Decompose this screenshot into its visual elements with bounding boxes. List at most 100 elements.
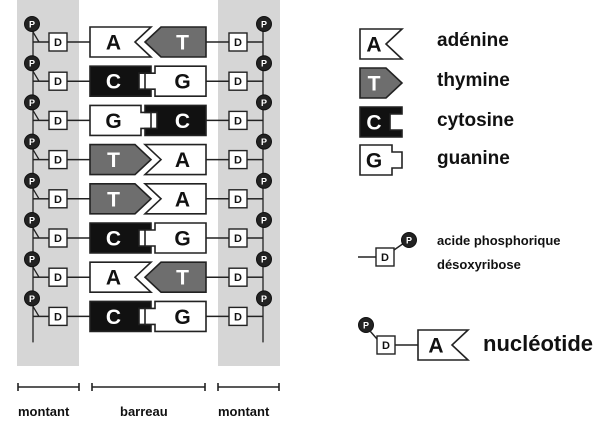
base-left: C: [89, 222, 152, 254]
sugar-right-letter: D: [234, 311, 242, 323]
nucleotide-phosphate: P: [358, 317, 374, 333]
legend-sugar-phosphate: DP: [358, 232, 417, 267]
label-montant-right: montant: [218, 404, 270, 419]
phosphate-right-letter: P: [261, 255, 267, 265]
phosphate-right: P: [256, 251, 272, 268]
sugar-right: D: [228, 228, 248, 248]
phosphate-left-letter: P: [29, 20, 35, 30]
base-left-letter: T: [107, 188, 120, 211]
base-left-letter: C: [106, 306, 121, 329]
phosphate-right: P: [256, 172, 272, 189]
base-left: C: [89, 65, 152, 97]
phosphate-right: P: [256, 55, 272, 72]
base-left-letter: A: [106, 267, 121, 290]
phosphate-left-letter: P: [29, 216, 35, 226]
phosphate-bond-left: [32, 31, 40, 43]
bottom-brackets: [17, 383, 280, 391]
legend-phosphate-letter: P: [406, 236, 412, 246]
base-right: A: [142, 183, 207, 215]
nucleotide-phosphate-bond: [369, 330, 378, 340]
phosphate-left: P: [24, 251, 40, 268]
legend-label-adenine: adénine: [437, 30, 509, 51]
base-left: T: [89, 143, 153, 176]
base-left: A: [89, 261, 154, 294]
phosphate-left-letter: P: [29, 255, 35, 265]
sugar-left: D: [48, 149, 68, 170]
base-right-letter: T: [176, 267, 189, 290]
sugar-left: D: [48, 306, 68, 327]
base-right: T: [143, 261, 207, 294]
sugar-left: D: [48, 71, 68, 91]
base-left: A: [89, 26, 154, 58]
sugar-right-letter: D: [234, 272, 242, 284]
phosphate-right-letter: P: [261, 176, 267, 186]
base-right: G: [144, 222, 207, 254]
base-left-letter: G: [105, 110, 121, 133]
base-right: C: [144, 104, 207, 137]
bracket-montant-left: [17, 383, 80, 391]
base-left: T: [89, 183, 153, 215]
sugar-right: D: [228, 110, 248, 131]
phosphate-right: P: [256, 16, 272, 32]
phosphate-right-letter: P: [261, 98, 267, 108]
sugar-right: D: [228, 267, 248, 287]
phosphate-left: P: [24, 55, 40, 72]
base-left-letter: C: [106, 71, 121, 94]
phosphate-left: P: [24, 172, 40, 189]
base-right: G: [144, 65, 207, 97]
phosphate-left-letter: P: [29, 98, 35, 108]
sugar-right-letter: D: [234, 194, 242, 206]
phosphate-left-letter: P: [29, 294, 35, 304]
sugar-right: D: [228, 306, 248, 327]
phosphate-right-letter: P: [261, 20, 267, 30]
sugar-left-letter: D: [54, 233, 62, 245]
sugar-right-letter: D: [234, 233, 242, 245]
base-right: T: [143, 26, 207, 58]
legend-label-phosphate: acide phosphorique: [437, 233, 561, 248]
sugar-left-letter: D: [54, 76, 62, 88]
phosphate-left-letter: P: [29, 176, 35, 186]
sugar-right: D: [228, 149, 248, 170]
legend-shape-C: C: [359, 106, 403, 138]
sugar-right: D: [228, 71, 248, 91]
phosphate-left: P: [24, 16, 40, 32]
sugar-left: D: [48, 267, 68, 287]
phosphate-right-letter: P: [261, 216, 267, 226]
nucleotide-sugar-letter: D: [382, 340, 390, 352]
sugar-left-letter: D: [54, 115, 62, 127]
sugar-left: D: [48, 189, 68, 209]
base-right: A: [142, 143, 207, 176]
sugar-right-letter: D: [234, 37, 242, 49]
base-right-letter: G: [174, 306, 190, 329]
legend-shape-A: A: [359, 28, 405, 60]
phosphate-bond-left: [32, 149, 40, 160]
base-pair-row: P D A T D P: [24, 251, 272, 304]
label-montant-left: montant: [18, 404, 70, 419]
phosphate-left-letter: P: [29, 137, 35, 147]
base-left-letter: T: [107, 149, 120, 172]
legend-nucleotide: PD A: [358, 317, 471, 361]
legend-shape-T: T: [359, 67, 404, 99]
phosphate-right: P: [256, 290, 272, 307]
legend-shape-C-letter: C: [366, 112, 381, 135]
label-barreau: barreau: [120, 404, 168, 419]
phosphate-bond-left: [32, 70, 40, 82]
legend-phosphate: P: [401, 232, 417, 248]
phosphate-bond-left: [32, 227, 40, 239]
phosphate-right-letter: P: [261, 294, 267, 304]
phosphate-left: P: [24, 212, 40, 228]
phosphate-left: P: [24, 94, 40, 111]
nucleotide-base-letter: A: [428, 335, 443, 358]
phosphate-left: P: [24, 290, 40, 307]
base-pair-row: P D C G D P: [24, 290, 272, 343]
phosphate-right-letter: P: [261, 137, 267, 147]
legend-shape-T-letter: T: [368, 73, 381, 96]
sugar-left-letter: D: [54, 311, 62, 323]
sugar-left: D: [48, 32, 68, 52]
